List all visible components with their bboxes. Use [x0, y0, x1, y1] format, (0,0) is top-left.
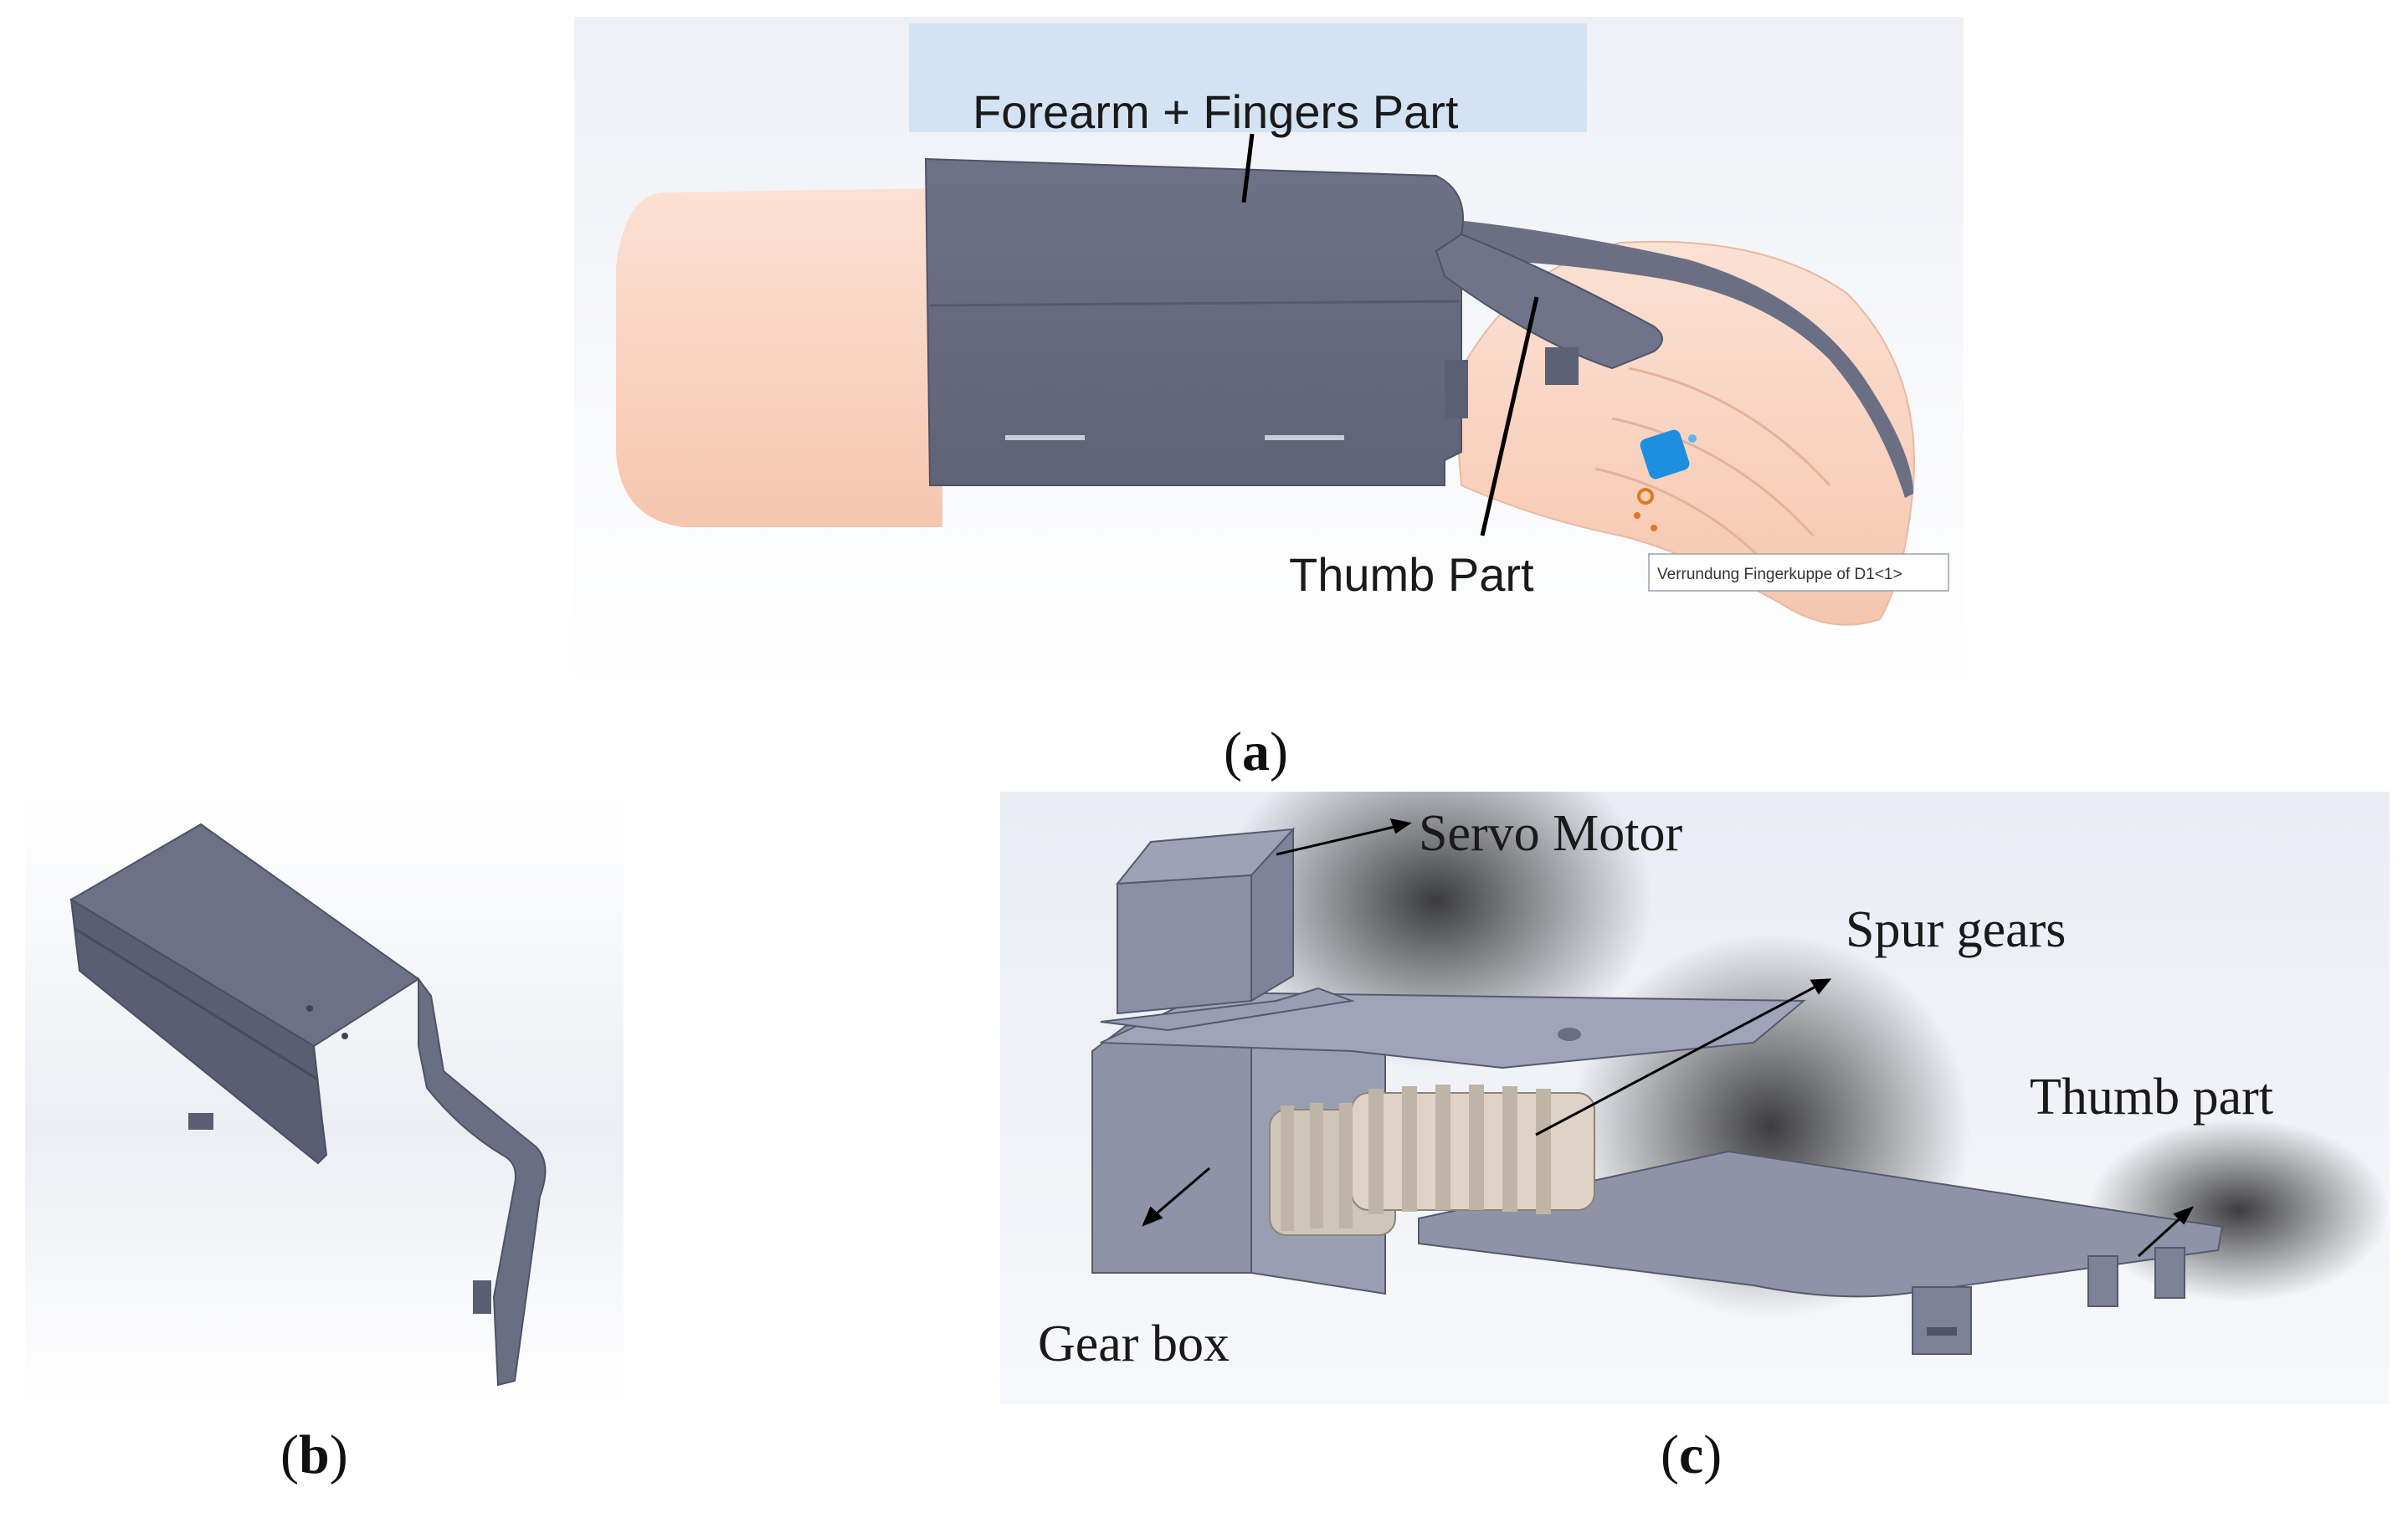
plate-leg [2154, 1247, 2185, 1299]
thumb-part-plate [1418, 1150, 2224, 1298]
label-thumb-part: Thumb Part [1289, 548, 1534, 601]
origin-marker-icon [1637, 488, 1654, 505]
leader-line-forearm [1241, 133, 1255, 203]
label-spur-gears: Spur gears [1846, 901, 2066, 958]
label-highlight-box [909, 23, 1587, 132]
plate-leg [1912, 1286, 1972, 1355]
brace-edge [929, 300, 1461, 307]
servo-flange [1100, 987, 1355, 1032]
label-gear-box: Gear box [1038, 1316, 1230, 1372]
spur-gears [1269, 1085, 1595, 1236]
panel-a-hand-model: Forearm + Fingers Part Thumb Part Verrun… [574, 17, 1964, 690]
caption-b-letter: b [298, 1424, 330, 1485]
panel-c-gearbox-model: Servo Motor Spur gears Thumb part Gear b… [1000, 792, 2390, 1404]
label-thumb-part: Thumb part [2030, 1069, 2273, 1126]
strip-tab [473, 1280, 491, 1314]
shadow [2088, 1118, 2390, 1302]
forearm-brace-shape [924, 157, 1464, 486]
panel-c-render: Servo Motor Spur gears Thumb part Gear b… [1000, 792, 2390, 1404]
selection-dot-icon [1688, 434, 1697, 443]
thumb-part-shape [1435, 233, 1663, 370]
brace-slot [1265, 435, 1344, 440]
leader-arrows [1142, 818, 2195, 1258]
finger-contour [1628, 367, 1831, 487]
caption-a: (a) [1224, 721, 1288, 782]
caption-a-letter: a [1241, 721, 1270, 782]
servo-side [1250, 827, 1294, 1003]
label-forearm-fingers: Forearm + Fingers Part [973, 85, 1459, 138]
origin-marker-icon [1634, 512, 1640, 519]
panel-b-brace-model [25, 795, 624, 1406]
servo-front [1117, 874, 1252, 1015]
plate-slot [1927, 1327, 1957, 1336]
leader-line-thumb [1480, 296, 1539, 536]
label-servo-motor: Servo Motor [1419, 805, 1683, 862]
thumb-tab [1545, 347, 1579, 385]
finger-contour [1611, 417, 1815, 537]
caption-b: (b) [280, 1424, 348, 1485]
brace-tab [1445, 360, 1468, 418]
caption-c: (c) [1661, 1424, 1723, 1485]
panel-a-render: Forearm + Fingers Part Thumb Part Verrun… [574, 17, 1964, 690]
selection-handle-icon [1640, 429, 1690, 480]
brace-hole [341, 1033, 348, 1039]
tooltip-box [1648, 553, 1949, 592]
plate-leg [2087, 1255, 2118, 1307]
plate-hole [1558, 1028, 1581, 1041]
tooltip-text: Verrundung Fingerkuppe of D1<1> [1657, 566, 1902, 583]
brace-slot [1005, 435, 1085, 440]
brace-notch [188, 1113, 213, 1130]
brace-hole [306, 1005, 313, 1012]
thumb-strip [418, 977, 547, 1387]
forearm-shape [616, 188, 942, 527]
origin-marker-icon [1651, 525, 1657, 531]
brace-edge [74, 927, 319, 1081]
caption-c-letter: c [1678, 1424, 1704, 1485]
panel-b-render [25, 795, 624, 1406]
gearbox-front [1091, 1016, 1252, 1274]
